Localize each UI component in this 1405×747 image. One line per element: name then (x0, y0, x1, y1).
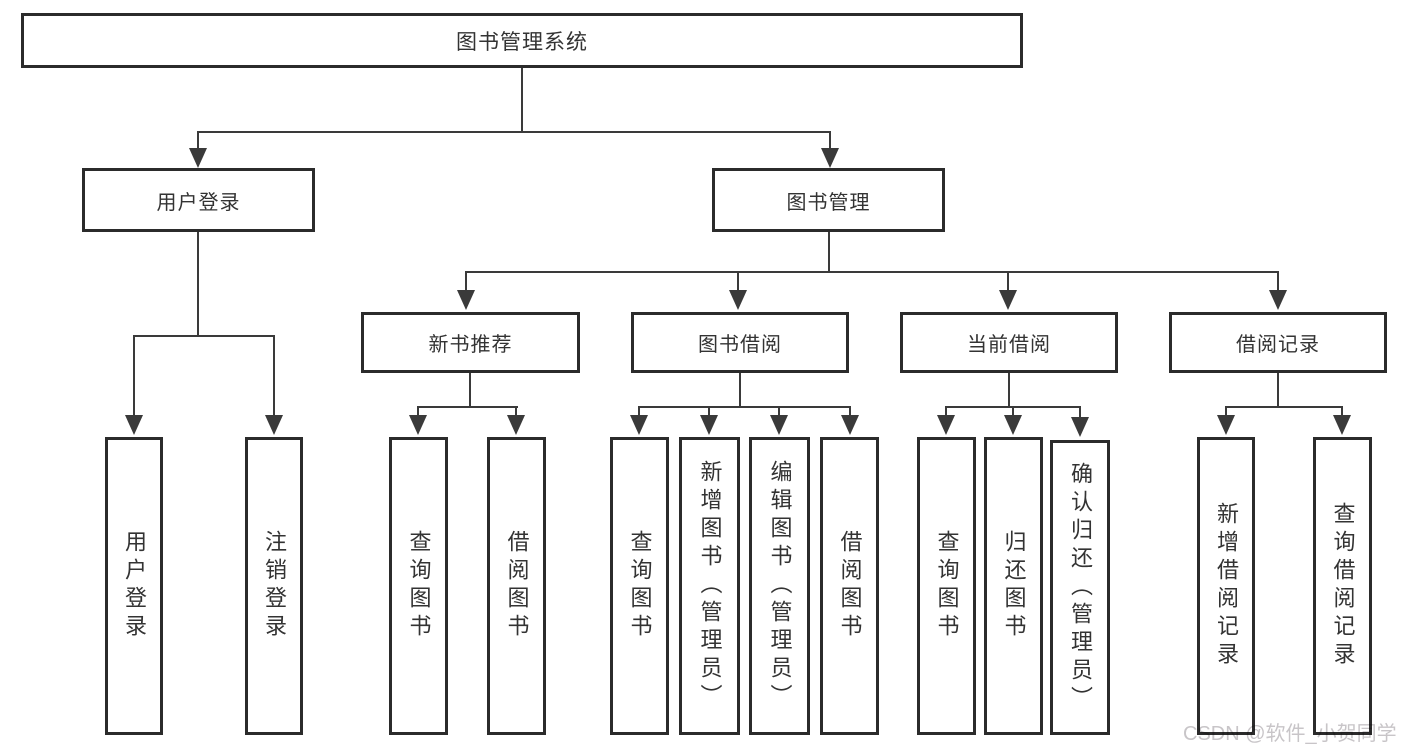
leaf-logout: 注销登录 (245, 437, 303, 735)
node-user-login-label: 用户登录 (156, 191, 241, 214)
leaf-confirm-return-admin: 确认归还（管理员） (1050, 440, 1110, 735)
connector-line (133, 335, 135, 417)
leaf-query-books-recommend-label: 查询图书 (406, 530, 432, 642)
node-new-book-recommend: 新书推荐 (361, 312, 580, 373)
connector-arrow-down (841, 415, 859, 435)
connector-arrow-down (457, 290, 475, 310)
leaf-query-borrow-record-label: 查询借阅记录 (1330, 502, 1356, 670)
leaf-return-books-label: 归还图书 (1001, 530, 1027, 642)
connector-line (1225, 406, 1343, 408)
leaf-borrow-books: 借阅图书 (820, 437, 879, 735)
connector-arrow-down (125, 415, 143, 435)
node-book-borrowing: 图书借阅 (631, 312, 849, 373)
connector-line (739, 373, 741, 408)
connector-line (1341, 406, 1343, 417)
node-root: 图书管理系统 (21, 13, 1023, 68)
connector-line (1007, 271, 1009, 292)
connector-line (1277, 271, 1279, 292)
connector-line (417, 406, 518, 408)
leaf-edit-books-admin-label: 编辑图书（管理员） (767, 460, 793, 712)
leaf-add-borrow-record-label: 新增借阅记录 (1214, 502, 1239, 670)
connector-line (465, 271, 467, 292)
connector-line (197, 232, 199, 337)
leaf-edit-books-admin: 编辑图书（管理员） (749, 437, 810, 735)
connector-line (133, 335, 275, 337)
connector-line (778, 406, 780, 417)
leaf-borrow-books-recommend-label: 借阅图书 (504, 530, 530, 642)
leaf-return-books: 归还图书 (984, 437, 1043, 735)
connector-arrow-down (1071, 417, 1089, 437)
connector-line (1012, 406, 1014, 417)
connector-line (521, 68, 523, 131)
leaf-logout-label: 注销登录 (262, 530, 287, 642)
leaf-query-borrow-record: 查询借阅记录 (1313, 437, 1372, 735)
connector-line (1277, 373, 1279, 408)
node-current-borrowing: 当前借阅 (900, 312, 1118, 373)
csdn-watermark: CSDN @软件_小贺同学 (1183, 723, 1397, 745)
node-user-login: 用户登录 (82, 168, 315, 232)
connector-line (1079, 406, 1081, 417)
connector-arrow-down (937, 415, 955, 435)
connector-line (465, 271, 1279, 273)
connector-arrow-down (729, 290, 747, 310)
connector-line (638, 406, 640, 417)
node-current-borrowing-label: 当前借阅 (967, 334, 1051, 356)
leaf-user-login: 用户登录 (105, 437, 163, 735)
leaf-query-books-recommend: 查询图书 (389, 437, 448, 735)
leaf-add-books-admin: 新增图书（管理员） (679, 437, 740, 735)
connector-arrow-down (409, 415, 427, 435)
connector-arrow-down (507, 415, 525, 435)
leaf-confirm-return-admin-label: 确认归还（管理员） (1068, 461, 1093, 714)
node-root-label: 图书管理系统 (456, 30, 588, 54)
node-book-management: 图书管理 (712, 168, 945, 232)
connector-line (1225, 406, 1227, 417)
connector-line (469, 373, 471, 408)
leaf-query-books-current-label: 查询图书 (934, 530, 960, 642)
connector-line (1008, 373, 1010, 408)
connector-line (417, 406, 419, 417)
connector-arrow-down (265, 415, 283, 435)
leaf-query-books-current: 查询图书 (917, 437, 976, 735)
connector-arrow-down (189, 148, 207, 168)
leaf-query-books-borrowing-label: 查询图书 (627, 530, 653, 642)
leaf-user-login-label: 用户登录 (122, 530, 147, 642)
node-borrow-records-label: 借阅记录 (1236, 334, 1320, 356)
connector-line (197, 131, 831, 133)
connector-line (737, 271, 739, 292)
node-book-borrowing-label: 图书借阅 (698, 334, 782, 356)
connector-line (849, 406, 851, 417)
connector-arrow-down (1333, 415, 1351, 435)
connector-arrow-down (1004, 415, 1022, 435)
leaf-borrow-books-recommend: 借阅图书 (487, 437, 546, 735)
connector-arrow-down (630, 415, 648, 435)
connector-arrow-down (770, 415, 788, 435)
leaf-query-books-borrowing: 查询图书 (610, 437, 669, 735)
connector-line (708, 406, 710, 417)
connector-arrow-down (700, 415, 718, 435)
node-book-management-label: 图书管理 (786, 191, 871, 214)
connector-line (273, 335, 275, 417)
leaf-add-borrow-record: 新增借阅记录 (1197, 437, 1255, 735)
connector-line (638, 406, 851, 408)
node-new-book-recommend-label: 新书推荐 (428, 334, 513, 356)
node-borrow-records: 借阅记录 (1169, 312, 1387, 373)
connector-line (197, 131, 199, 151)
connector-line (945, 406, 947, 417)
leaf-borrow-books-label: 借阅图书 (837, 530, 863, 642)
connector-line (515, 406, 517, 417)
connector-arrow-down (1269, 290, 1287, 310)
connector-arrow-down (999, 290, 1017, 310)
connector-arrow-down (821, 148, 839, 168)
leaf-add-books-admin-label: 新增图书（管理员） (697, 460, 723, 712)
connector-line (829, 131, 831, 151)
connector-line (828, 232, 830, 273)
connector-arrow-down (1217, 415, 1235, 435)
